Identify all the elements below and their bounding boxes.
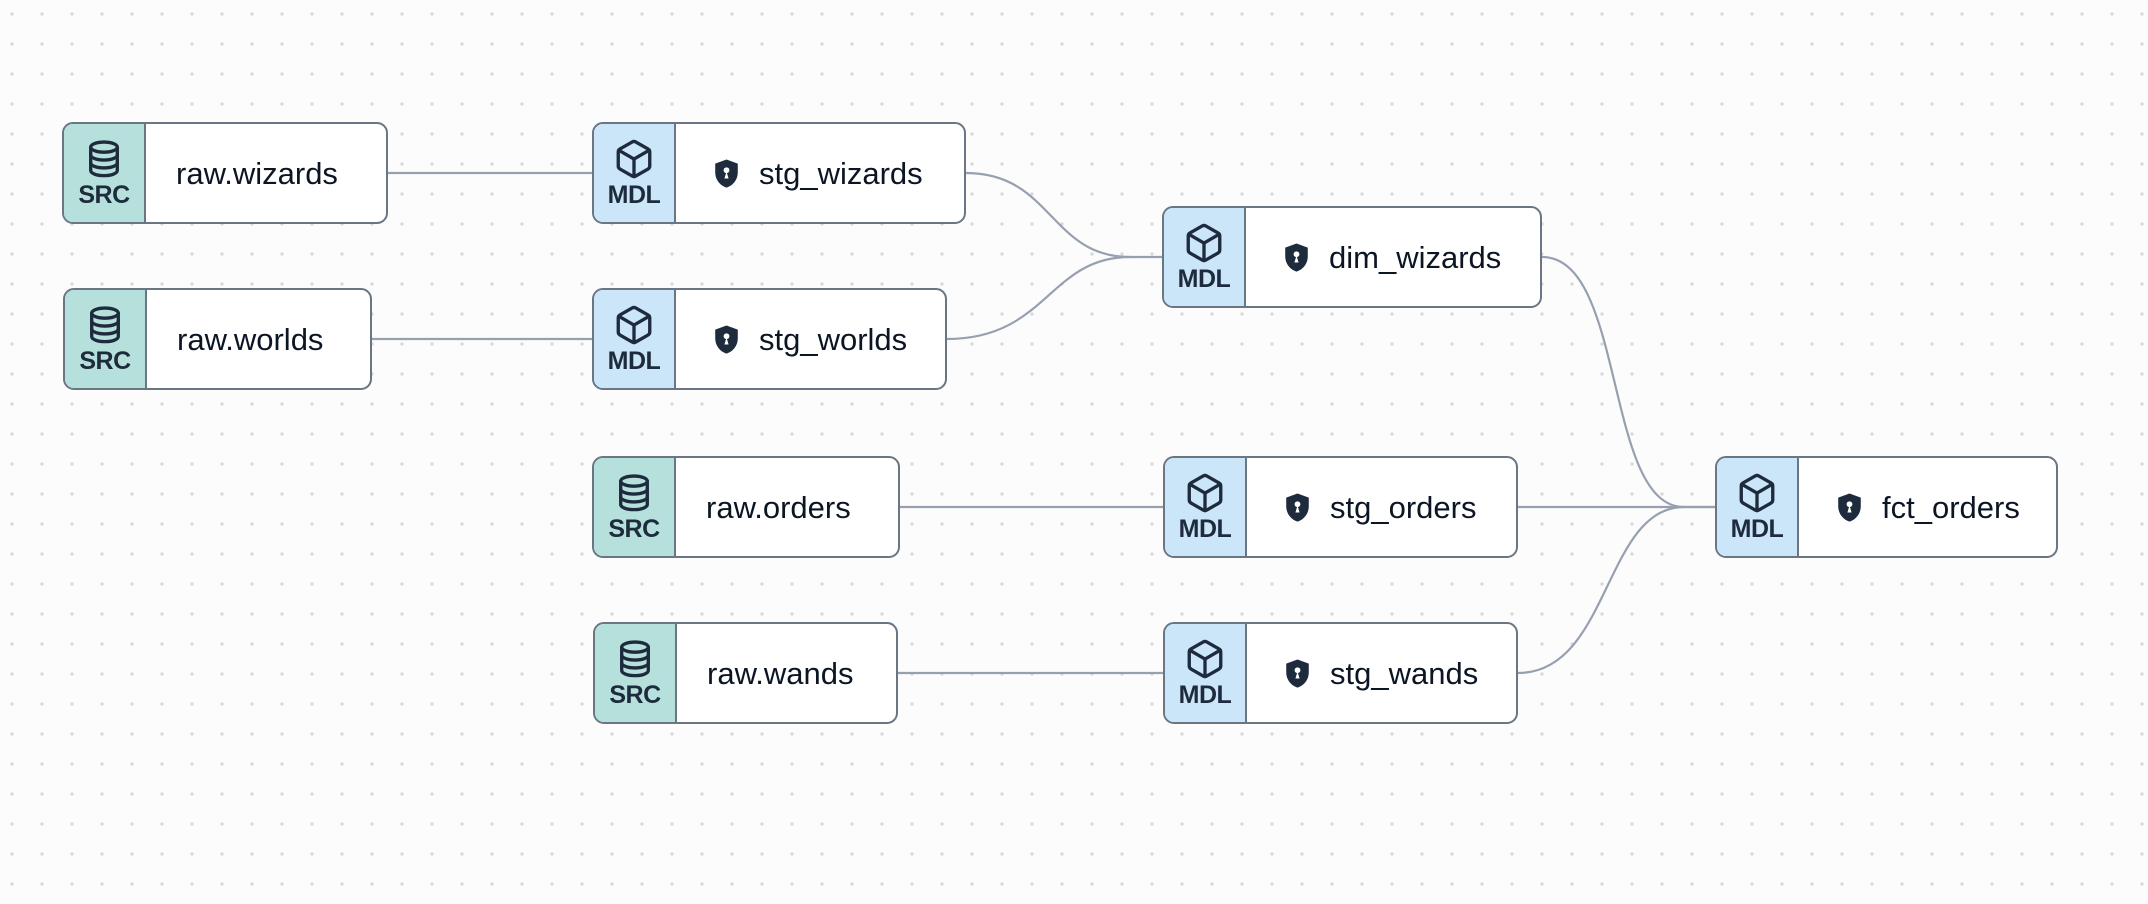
node-body: raw.worlds bbox=[147, 290, 370, 388]
node-raw-orders[interactable]: SRC raw.orders bbox=[592, 456, 900, 558]
edge-stg-wizards-to-dim-wizards bbox=[965, 171, 1162, 259]
node-body: raw.wizards bbox=[146, 124, 386, 222]
shield-lock-icon bbox=[1838, 492, 1861, 522]
node-type-label: SRC bbox=[78, 181, 130, 209]
shield-lock-icon bbox=[1285, 242, 1308, 272]
node-body: stg_wands bbox=[1247, 624, 1516, 722]
node-type-badge: MDL bbox=[594, 290, 676, 388]
cube-icon bbox=[1187, 639, 1223, 679]
node-type-label: MDL bbox=[1730, 515, 1784, 543]
node-stg-worlds[interactable]: MDL stg_worlds bbox=[592, 288, 947, 390]
node-body: stg_worlds bbox=[676, 290, 945, 388]
node-body: fct_orders bbox=[1799, 458, 2056, 556]
node-type-badge: MDL bbox=[1717, 458, 1799, 556]
node-type-label: MDL bbox=[1178, 515, 1232, 543]
node-type-label: MDL bbox=[1178, 681, 1232, 709]
node-name: raw.orders bbox=[706, 489, 851, 525]
node-name: fct_orders bbox=[1882, 489, 2020, 525]
node-body: raw.orders bbox=[676, 458, 898, 556]
node-body: stg_orders bbox=[1247, 458, 1516, 556]
node-name: raw.worlds bbox=[177, 321, 324, 357]
node-type-badge: SRC bbox=[595, 624, 677, 722]
shield-lock-icon bbox=[715, 158, 738, 188]
node-stg-orders[interactable]: MDL stg_orders bbox=[1163, 456, 1518, 558]
cube-icon bbox=[1739, 473, 1775, 513]
node-body: raw.wands bbox=[677, 624, 896, 722]
node-type-label: MDL bbox=[1177, 265, 1231, 293]
node-type-badge: MDL bbox=[1165, 458, 1247, 556]
database-icon bbox=[89, 140, 119, 178]
node-raw-wizards[interactable]: SRC raw.wizards bbox=[62, 122, 388, 224]
node-name: stg_worlds bbox=[759, 321, 908, 357]
cube-icon bbox=[1187, 473, 1223, 513]
edge-stg-wands-to-fct-orders bbox=[1517, 505, 1685, 675]
node-name: stg_orders bbox=[1330, 489, 1477, 525]
cube-icon bbox=[616, 139, 652, 179]
node-type-label: SRC bbox=[79, 347, 131, 375]
edge-dim-wizards-to-fct-orders bbox=[1541, 255, 1715, 509]
database-icon bbox=[619, 474, 649, 512]
node-stg-wizards[interactable]: MDL stg_wizards bbox=[592, 122, 966, 224]
node-raw-worlds[interactable]: SRC raw.worlds bbox=[63, 288, 372, 390]
cube-icon bbox=[616, 305, 652, 345]
node-type-label: MDL bbox=[607, 347, 661, 375]
node-type-badge: MDL bbox=[1165, 624, 1247, 722]
node-body: stg_wizards bbox=[676, 124, 964, 222]
shield-lock-icon bbox=[1286, 492, 1309, 522]
edge-stg-worlds-to-dim-wizards bbox=[946, 255, 1131, 341]
node-name: raw.wizards bbox=[176, 155, 338, 191]
node-type-badge: SRC bbox=[594, 458, 676, 556]
node-type-label: SRC bbox=[609, 681, 661, 709]
node-name: dim_wizards bbox=[1329, 239, 1502, 275]
node-type-label: SRC bbox=[608, 515, 660, 543]
node-name: stg_wands bbox=[1330, 655, 1479, 691]
node-name: stg_wizards bbox=[759, 155, 923, 191]
node-type-badge: MDL bbox=[1164, 208, 1246, 306]
node-fct-orders[interactable]: MDL fct_orders bbox=[1715, 456, 2058, 558]
shield-lock-icon bbox=[715, 324, 738, 354]
node-type-badge: SRC bbox=[65, 290, 147, 388]
node-raw-wands[interactable]: SRC raw.wands bbox=[593, 622, 898, 724]
cube-icon bbox=[1186, 223, 1222, 263]
node-type-badge: MDL bbox=[594, 124, 676, 222]
node-stg-wands[interactable]: MDL stg_wands bbox=[1163, 622, 1518, 724]
database-icon bbox=[90, 306, 120, 344]
node-type-badge: SRC bbox=[64, 124, 146, 222]
database-icon bbox=[620, 640, 650, 678]
node-body: dim_wizards bbox=[1246, 208, 1540, 306]
node-name: raw.wands bbox=[707, 655, 854, 691]
node-type-label: MDL bbox=[607, 181, 661, 209]
node-dim-wizards[interactable]: MDL dim_wizards bbox=[1162, 206, 1542, 308]
shield-lock-icon bbox=[1286, 658, 1309, 688]
